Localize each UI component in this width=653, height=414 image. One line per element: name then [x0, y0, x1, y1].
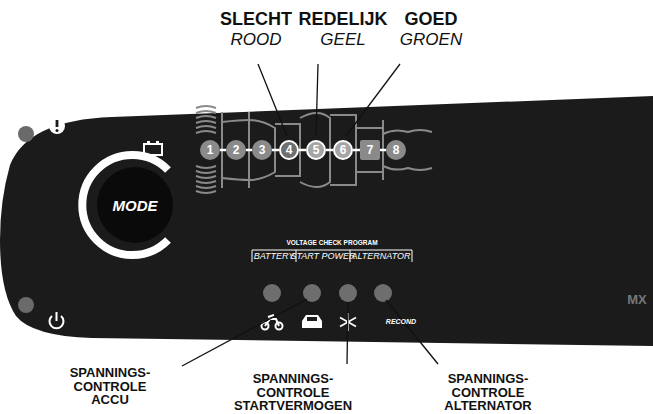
quality-label: SLECHT [220, 10, 292, 29]
model-text: MX [627, 293, 647, 307]
program-title: VOLTAGE CHECK PROGRAM [286, 240, 377, 247]
callout-label: SPANNINGS- CONTROLE STARTVERMOGEN [233, 372, 353, 413]
node-text: 4 [286, 143, 293, 157]
color-label: GEEL [320, 31, 365, 49]
step-circle: 2 [226, 140, 246, 160]
step-battery: 7 [360, 140, 380, 160]
node-text: 6 [340, 143, 347, 157]
step-circle: 5 [306, 140, 326, 160]
node-text: 7 [367, 143, 374, 157]
node-text: 2 [233, 143, 240, 157]
step-circle: 8 [386, 140, 406, 160]
callout-label: SPANNINGS- CONTROLE ALTERNATOR [438, 372, 538, 413]
step-line [272, 149, 279, 152]
node-text: 1 [207, 143, 214, 157]
step-circle: 4 [279, 140, 299, 160]
node-text: 5 [313, 143, 320, 157]
step-circle: 3 [252, 140, 272, 160]
mode-button: MODE [97, 167, 173, 243]
step-circle: 1 [200, 140, 220, 160]
recond-label: RECOND [386, 318, 416, 325]
callout-label: SPANNINGS- CONTROLE ACCU [54, 366, 166, 407]
program-option: START POWER [290, 252, 355, 261]
program-option: BATTERY [254, 252, 295, 261]
quality-label: REDELIJK [298, 10, 387, 29]
program-option: ALTERNATOR [351, 252, 410, 261]
step-line [326, 149, 333, 152]
quality-label: GOED [404, 10, 457, 29]
step-circle: 6 [333, 140, 353, 160]
node-text: MODE [113, 197, 158, 214]
color-label: GROEN [400, 31, 462, 49]
node-text: 8 [393, 143, 400, 157]
step-line [299, 149, 306, 152]
step-line [353, 149, 360, 152]
node-text: 3 [259, 143, 266, 157]
color-label: ROOD [231, 31, 282, 49]
